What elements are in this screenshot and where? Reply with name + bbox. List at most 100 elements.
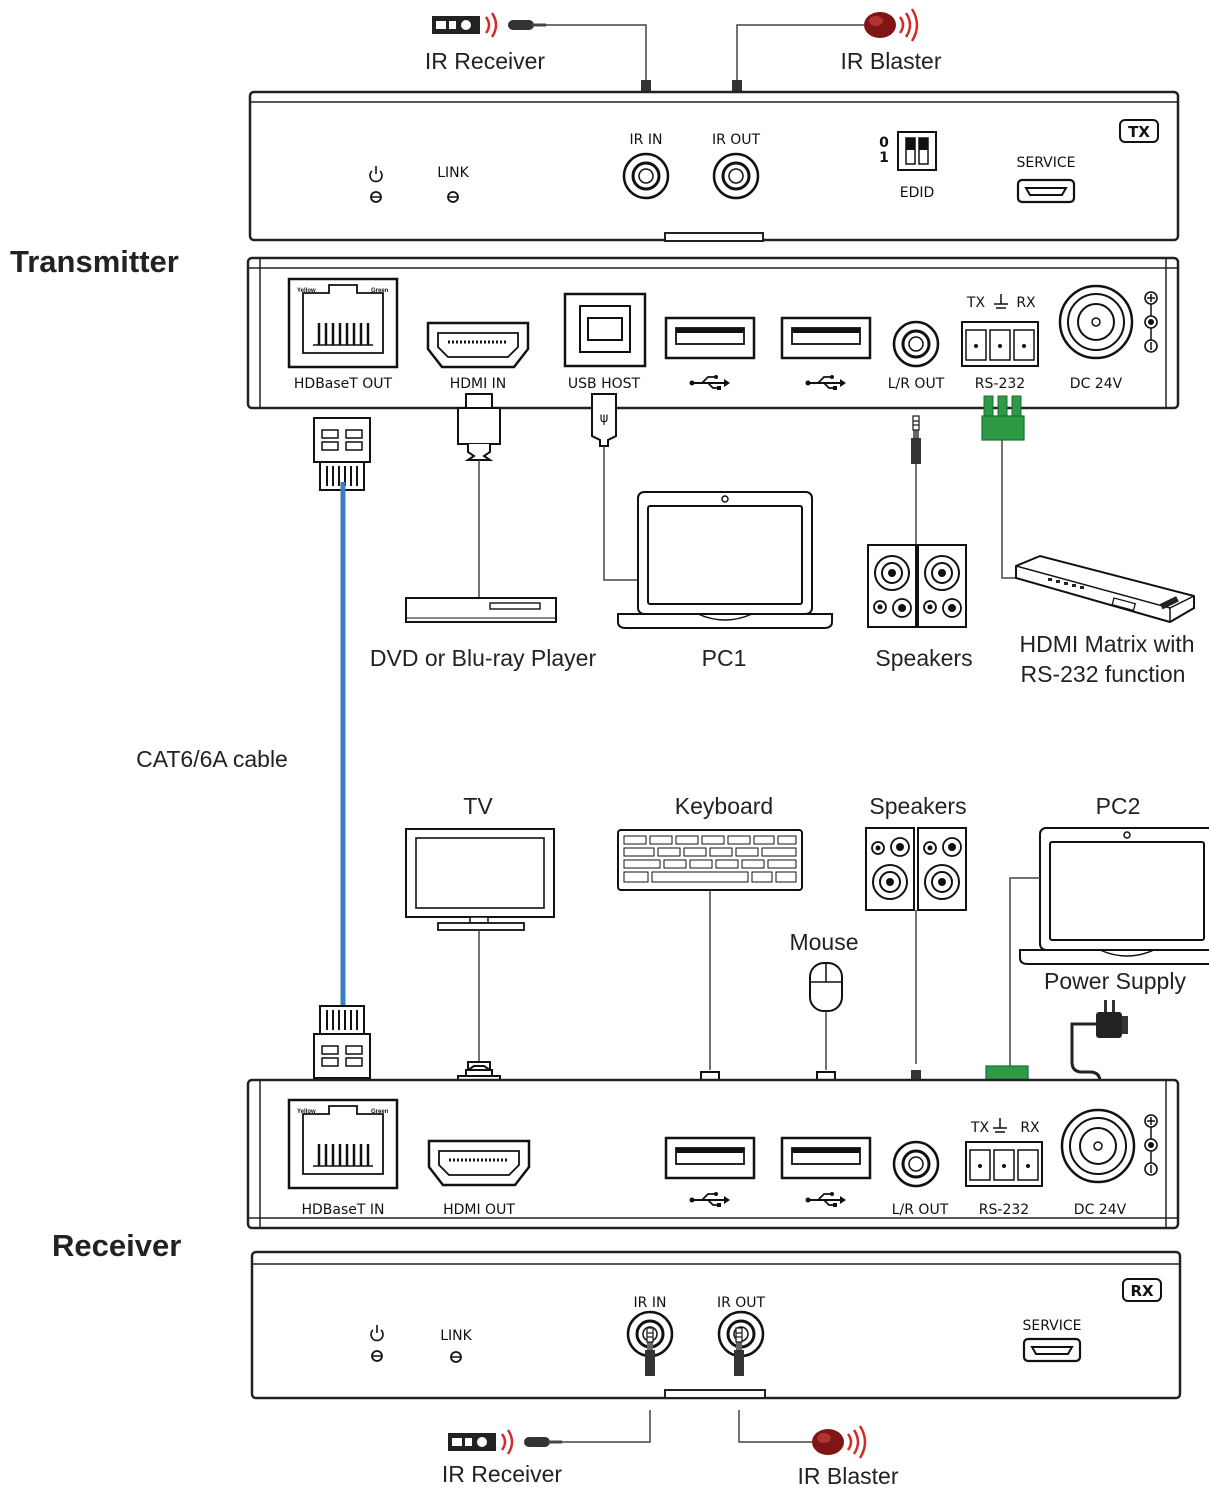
pc1-laptop: [617, 491, 833, 629]
tx-hdmi-plug: [457, 393, 501, 600]
receiver-title: Receiver: [52, 1228, 181, 1263]
rx-dc-port: [1060, 1108, 1136, 1184]
dvd-label: DVD or Blu-ray Player: [370, 645, 597, 671]
rx-jack-green: Green: [371, 1109, 389, 1115]
rx-power-led-icon: [371, 1350, 383, 1362]
rx-link-led-icon: [450, 1351, 462, 1363]
tx-usb-port-1: [664, 316, 756, 360]
tx-jack-green: Green: [371, 288, 389, 294]
rx-speakers-label: Speakers: [869, 793, 966, 819]
tx-usb-host-port: [563, 292, 647, 368]
keyboard: [617, 829, 803, 1070]
tx-hdmi-in-label: HDMI IN: [450, 376, 507, 392]
transmitter-title: Transmitter: [10, 244, 179, 279]
rx-dc-label: DC 24V: [1074, 1202, 1127, 1218]
tx-usb-host-plug: ψ: [591, 393, 638, 581]
tx-audio-plug: [910, 415, 922, 545]
tx-ir-out-port: [712, 152, 760, 200]
dc-polarity-icon: [1144, 291, 1158, 353]
tx-ir-in-label: IR IN: [630, 132, 663, 148]
tv-label: TV: [463, 793, 493, 819]
tx-jack-yellow: Yellow: [297, 288, 316, 294]
rx-usb-port-1: [664, 1136, 756, 1180]
ir-receiver-bottom-label: IR Receiver: [442, 1461, 562, 1487]
tv: [405, 828, 555, 1062]
rx-rs232-port: [965, 1141, 1043, 1187]
tx-ir-in-port: [622, 152, 670, 200]
tx-dc-port: [1058, 284, 1134, 360]
rx-hdbaset-in-label: HDBaseT IN: [301, 1202, 384, 1218]
power-icon: [369, 166, 383, 183]
matrix-label-1: HDMI Matrix with: [1019, 631, 1194, 657]
pc2-laptop: [1019, 827, 1209, 965]
hdmi-matrix: [1015, 554, 1195, 624]
tx-speakers: [867, 544, 967, 628]
rx-badge: RX: [1130, 1282, 1154, 1300]
tx-lr-out-port: [892, 320, 940, 368]
tx-rs232-port: [961, 321, 1039, 367]
tx-hdmi-in-port: [426, 321, 530, 369]
ir-receiver-top-label: IR Receiver: [425, 48, 545, 74]
tx-speakers-label: Speakers: [875, 645, 972, 671]
rx-service-port: [1022, 1337, 1082, 1363]
rx-jack-yellow: Yellow: [297, 1109, 316, 1115]
tx-service-label: SERVICE: [1016, 155, 1075, 171]
rx-hdmi-out-label: HDMI OUT: [443, 1202, 515, 1218]
power-supply-label: Power Supply: [1044, 968, 1186, 994]
power-icon: [370, 1325, 384, 1342]
rx-speakers: [865, 827, 967, 1064]
tx-rs232-plug: [981, 395, 1025, 579]
tx-dc-label: DC 24V: [1070, 376, 1123, 392]
pc1-label: PC1: [702, 645, 747, 671]
svg-text:ψ: ψ: [600, 411, 609, 426]
tx-hdbaset-out-label: HDBaseT OUT: [294, 376, 393, 392]
ir-blaster-top-label: IR Blaster: [841, 48, 942, 74]
dvd-player: [405, 597, 557, 623]
edid-1-label: 1: [879, 150, 889, 166]
rx-link-label: LINK: [440, 1328, 472, 1344]
tx-rs232-tx-label: TX: [966, 295, 986, 311]
tx-rs232-rx-label: RX: [1016, 295, 1036, 311]
matrix-label-2: RS-232 function: [1021, 661, 1186, 687]
mouse: [809, 962, 843, 1070]
tx-usb-port-2: [780, 316, 872, 360]
transmitter-front-panel: [248, 90, 1180, 242]
edid-0-label: 0: [879, 135, 889, 151]
rx-rs232-rx-label: RX: [1020, 1120, 1040, 1136]
tx-badge: TX: [1128, 123, 1150, 141]
ir-receiver-bottom: [446, 1327, 656, 1456]
rx-ir-in-label: IR IN: [634, 1295, 667, 1311]
link-led-icon: [447, 191, 459, 203]
tx-usb-host-label: USB HOST: [568, 376, 641, 392]
receiver-front-panel: [250, 1250, 1182, 1400]
rx-lr-out-port: [892, 1140, 940, 1188]
pc2-rs232-cable: [1009, 877, 1040, 1066]
mouse-label: Mouse: [789, 929, 858, 955]
rx-usb-port-2: [780, 1136, 872, 1180]
link-label: LINK: [437, 165, 469, 181]
rx-hdmi-out-port: [427, 1139, 531, 1187]
dc-polarity-icon: [1144, 1114, 1158, 1176]
ir-blaster-bottom-label: IR Blaster: [798, 1463, 899, 1489]
rx-service-label: SERVICE: [1022, 1318, 1081, 1334]
tx-service-port: [1016, 178, 1076, 204]
power-led-icon: [370, 191, 382, 203]
ir-blaster-top: [731, 7, 919, 129]
cable-label: CAT6/6A cable: [136, 746, 288, 772]
edid-switch-icon: [897, 131, 937, 171]
tx-rs232-label: RS-232: [975, 376, 1025, 392]
rx-ir-out-label: IR OUT: [717, 1295, 766, 1311]
ir-blaster-bottom: [733, 1327, 867, 1460]
pc2-label: PC2: [1096, 793, 1141, 819]
edid-label: EDID: [900, 185, 935, 201]
tx-lr-out-label: L/R OUT: [888, 376, 945, 392]
rx-lr-out-label: L/R OUT: [892, 1202, 949, 1218]
ir-receiver-top: [430, 11, 652, 129]
tx-rj45-plug: [313, 417, 371, 491]
tx-ir-out-label: IR OUT: [712, 132, 761, 148]
rx-rs232-label: RS-232: [979, 1202, 1029, 1218]
keyboard-label: Keyboard: [675, 793, 773, 819]
rx-rj45-plug: [313, 1005, 371, 1079]
rx-rs232-tx-label: TX: [970, 1120, 990, 1136]
